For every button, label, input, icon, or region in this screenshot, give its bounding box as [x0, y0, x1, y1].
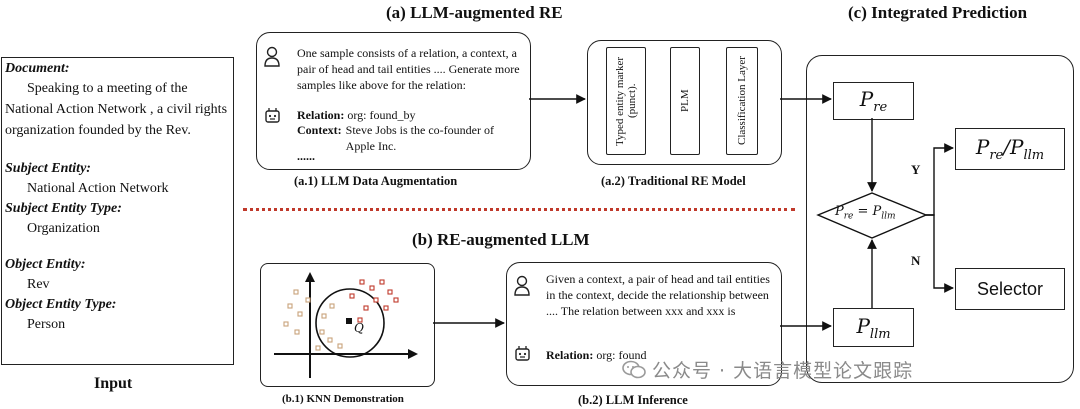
- a1-context-value: Steve Jobs is the co-founder of Apple In…: [345, 123, 494, 153]
- knn-samples-red: [349, 279, 399, 323]
- separator-line: [243, 208, 795, 211]
- result-subscript-1: re: [989, 148, 1004, 163]
- document-label: Document:: [5, 61, 70, 76]
- a1-prompt: One sample consists of a relation, a con…: [297, 46, 520, 92]
- input-panel: [1, 57, 234, 365]
- title-c: (c) Integrated Prediction: [848, 3, 1028, 22]
- yes-label: Y: [911, 162, 921, 177]
- input-content: Document: Speaking to a meeting of the N…: [5, 60, 230, 335]
- watermark-text: 公众号 · 大语言模型论文跟踪: [652, 360, 914, 382]
- b2-relation: Relation: org: found: [546, 347, 774, 363]
- result-slash: /P: [1003, 135, 1024, 159]
- p-llm-box: Pllm: [833, 308, 914, 347]
- cond-p-llm-sub: llm: [881, 211, 896, 222]
- result-box: Pre/Pllm: [955, 128, 1065, 170]
- cond-p-re-sub: re: [843, 211, 854, 222]
- a1-relation-value: org: found_by: [347, 108, 416, 122]
- user-icon: [514, 275, 530, 296]
- knn-plot: Q: [274, 272, 418, 378]
- object-type: Person: [27, 317, 66, 332]
- b1-caption: (b.1) KNN Demonstration: [282, 393, 404, 405]
- object-entity: Rev: [27, 277, 50, 292]
- a1-box: [256, 32, 531, 170]
- knn-samples-tan: [283, 289, 343, 351]
- p-llm-subscript: llm: [869, 326, 891, 342]
- cond-eq: = P: [853, 204, 882, 219]
- subject-type: Organization: [27, 221, 100, 236]
- subject-type-label: Subject Entity Type:: [5, 201, 122, 216]
- a1-ellipsis: ......: [297, 149, 315, 163]
- chat-icon: [622, 360, 646, 378]
- p-re-subscript: re: [873, 100, 888, 115]
- decision-condition: Pre = Pllm: [835, 204, 896, 222]
- arrow-yes-branch: [926, 143, 954, 216]
- b2-relation-value: org: found: [596, 348, 647, 362]
- knn-query-label: Q: [354, 321, 364, 335]
- a1-caption: (a.1) LLM Data Augmentation: [294, 174, 458, 188]
- a1-context-label: Context:: [297, 123, 342, 137]
- result-subscript-2: llm: [1023, 148, 1045, 163]
- object-entity-label: Object Entity:: [5, 257, 86, 272]
- selector-label: Selector: [976, 278, 1044, 299]
- input-caption: Input: [94, 375, 133, 392]
- p-re-symbol: P: [859, 87, 874, 111]
- a1-relation: Relation: org: found_by: [297, 107, 522, 123]
- subject-entity-label: Subject Entity:: [5, 161, 91, 176]
- b2-relation-label: Relation:: [546, 348, 594, 362]
- cond-p-re: P: [835, 204, 844, 219]
- arrow-no-branch: [926, 214, 954, 293]
- object-type-label: Object Entity Type:: [5, 297, 117, 312]
- b2-prompt: Given a context, a pair of head and tail…: [546, 272, 770, 318]
- result-symbol-1: P: [975, 135, 990, 159]
- title-b: (b) RE-augmented LLM: [412, 230, 590, 249]
- a1-relation-label: Relation:: [297, 108, 345, 122]
- robot-icon: [265, 108, 280, 123]
- no-label: N: [911, 253, 921, 268]
- document-text: Speaking to a meeting of the National Ac…: [5, 81, 228, 138]
- p-re-box: Pre: [833, 82, 914, 120]
- decision-diamond: [816, 192, 928, 239]
- a1-context: Context: Steve Jobs is the co-founder of…: [297, 122, 522, 154]
- robot-icon: [515, 346, 530, 361]
- title-a: (a) LLM-augmented RE: [386, 3, 563, 22]
- b1-box: [260, 263, 435, 387]
- subject-entity: National Action Network: [27, 181, 169, 196]
- b2-caption: (b.2) LLM Inference: [578, 393, 688, 407]
- knn-query-point: [346, 318, 352, 324]
- user-icon: [264, 46, 280, 67]
- watermark: 公众号 · 大语言模型论文跟踪: [622, 356, 913, 383]
- knn-axes: [274, 272, 418, 378]
- knn-radius-circle: [315, 288, 385, 358]
- b2-box: [506, 262, 782, 386]
- p-llm-symbol: P: [856, 313, 870, 338]
- selector-box: Selector: [955, 268, 1065, 310]
- a2-caption: (a.2) Traditional RE Model: [601, 174, 746, 188]
